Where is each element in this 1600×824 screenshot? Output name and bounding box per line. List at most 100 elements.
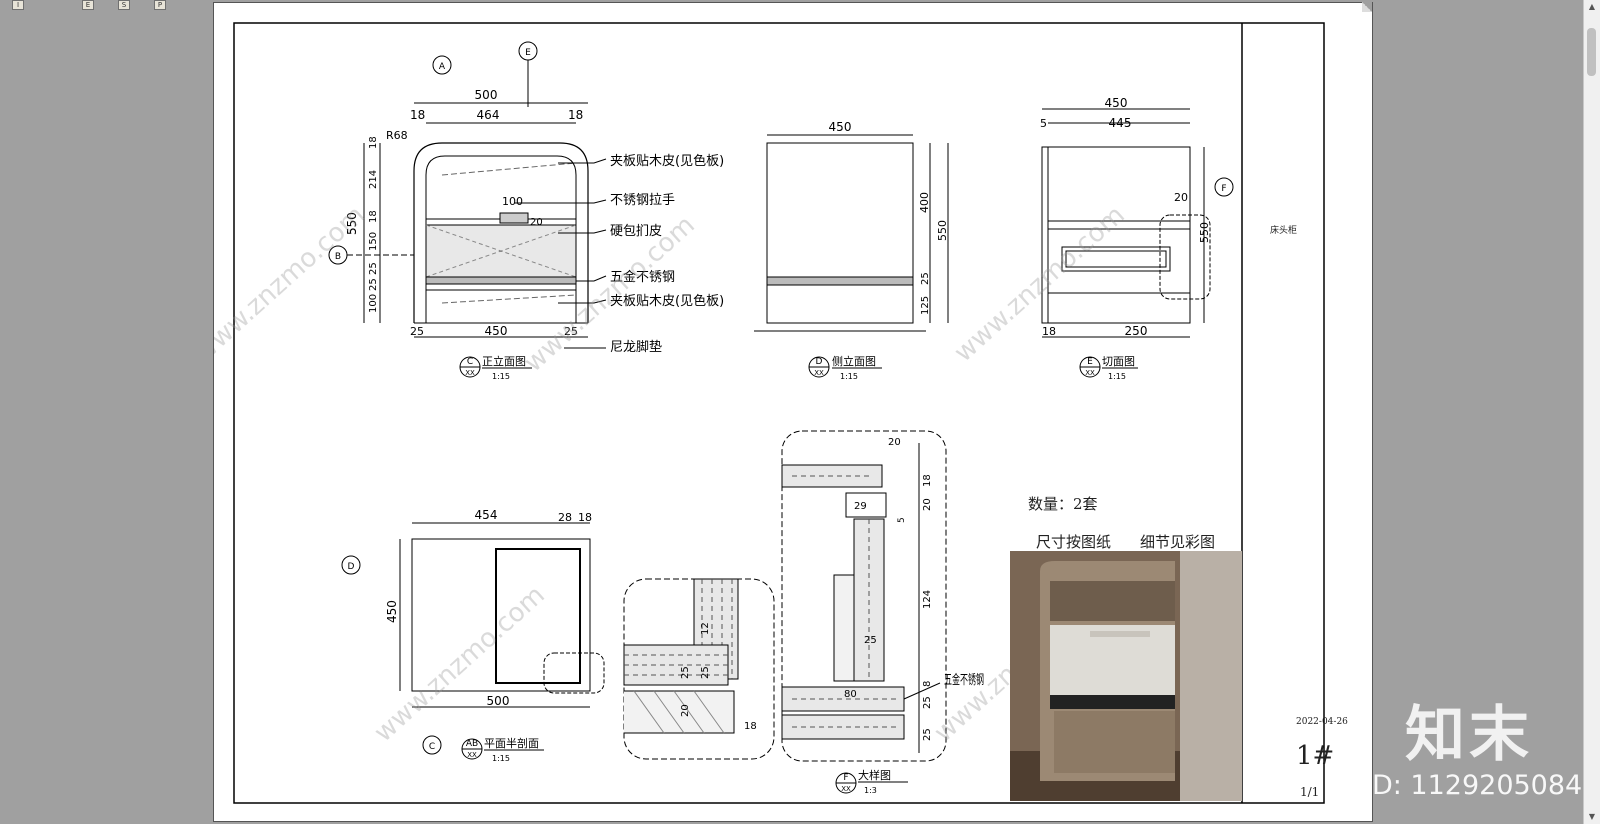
dim-base-width: 450 — [485, 324, 508, 338]
dim-side-h4: 125 — [920, 296, 931, 315]
view-ref-front: C — [467, 357, 473, 367]
view-title-front: 正立面图 — [482, 354, 526, 368]
dim-handle-w: 100 — [502, 195, 523, 208]
dim-detail-20: 20 — [680, 704, 691, 717]
plan-view: 454 28 18 450 500 D C AB XX 平面半剖面 1:15 — [341, 508, 605, 763]
dim-side-h2: 550 — [936, 220, 949, 241]
dim-plan-bottom: 500 — [487, 694, 510, 708]
dim-front-width: 500 — [475, 88, 498, 102]
scroll-down-icon[interactable]: ▼ — [1588, 812, 1596, 821]
dim-f-25b: 25 — [922, 696, 933, 709]
view-sub-front: XX — [465, 369, 475, 377]
view-sub-detail: XX — [841, 785, 851, 793]
dim-section-left: 5 — [1040, 117, 1047, 130]
dim-f-29: 29 — [854, 501, 867, 512]
front-elevation: 500 464 18 18 R68 550 18 214 18 150 25 2… — [328, 41, 724, 381]
drawing-number: 1# — [1296, 741, 1335, 771]
dim-radius: R68 — [386, 129, 408, 142]
dim-front-inner: 464 — [477, 108, 500, 122]
dim-section-height: 550 — [1198, 222, 1211, 243]
dim-section-20: 20 — [1174, 191, 1188, 204]
view-ref-side: D — [816, 357, 823, 367]
marker-e: E — [525, 48, 531, 58]
sheet-corner — [1362, 2, 1372, 12]
label-plywood-veneer-2: 夹板贴木皮(见色板) — [610, 293, 724, 309]
dim-f-5: 5 — [897, 517, 907, 523]
dim-h5: 25 — [368, 262, 379, 275]
label-ss-handle: 不锈钢拉手 — [610, 193, 675, 208]
dim-f-124: 124 — [922, 590, 933, 609]
dim-f-80: 80 — [844, 689, 857, 700]
dim-side-width: 450 — [829, 120, 852, 134]
label-plywood-veneer: 夹板贴木皮(见色板) — [610, 153, 724, 169]
dim-section-width-2: 445 — [1109, 116, 1132, 130]
dim-plan-18: 18 — [578, 511, 592, 524]
photo-render — [1010, 551, 1242, 801]
dim-plan-28: 28 — [558, 511, 572, 524]
dim-edge-left: 18 — [410, 108, 425, 122]
marker-c: C — [429, 742, 435, 752]
view-scale-side: 1:15 — [840, 372, 858, 381]
view-sub-plan: XX — [467, 751, 477, 759]
dim-section-250: 250 — [1125, 324, 1148, 338]
dim-side-h3: 25 — [920, 272, 931, 285]
marker-b: B — [335, 252, 341, 262]
view-title-detail: 大样图 — [858, 768, 891, 782]
view-scale-front: 1:15 — [492, 372, 510, 381]
dim-front-height: 550 — [345, 212, 359, 235]
label-nylon-pad: 尼龙脚垫 — [610, 339, 662, 355]
dim-detail-25a: 25 — [680, 666, 691, 679]
note-detail: 细节见彩图 — [1140, 533, 1216, 551]
title-block-date: 2022-04-26 — [1296, 717, 1348, 727]
dim-section-width: 450 — [1105, 96, 1128, 110]
quantity-text: 数量：2套 — [1028, 495, 1098, 513]
toolbar-button-2[interactable]: E — [82, 0, 94, 10]
side-elevation: 450 400 550 25 125 D XX 侧立面图 1:15 — [754, 120, 949, 381]
note-size: 尺寸按图纸 — [1036, 533, 1112, 551]
dim-side-h1: 400 — [918, 192, 931, 213]
scroll-thumb[interactable] — [1587, 28, 1596, 76]
view-title-side: 侧立面图 — [832, 354, 876, 368]
dim-f-8: 8 — [922, 681, 933, 687]
scroll-up-icon[interactable]: ▲ — [1588, 2, 1596, 11]
dim-plan-width: 454 — [475, 508, 498, 522]
view-title-plan: 平面半剖面 — [484, 736, 539, 750]
page-number: 1/1 — [1300, 785, 1320, 799]
toolbar-button-4[interactable]: P — [154, 0, 166, 10]
label-hard-leather: 硬包扪皮 — [610, 224, 662, 239]
dim-base-right: 25 — [564, 325, 578, 338]
dim-detail-18: 18 — [744, 721, 757, 732]
dim-f-20: 20 — [888, 437, 901, 448]
toolbar-button-1[interactable]: I — [12, 0, 24, 10]
view-scale-section: 1:15 — [1108, 372, 1126, 381]
view-title-section: 切面图 — [1102, 355, 1135, 368]
toolbar-button-3[interactable]: S — [118, 0, 130, 10]
dim-h2: 214 — [368, 170, 379, 189]
view-scale-plan: 1:15 — [492, 754, 510, 763]
view-ref-section: E — [1087, 357, 1093, 367]
watermark-text-3: www.znzmo.com — [949, 200, 1131, 368]
sheet-border — [233, 22, 1325, 804]
dim-base-left: 25 — [410, 325, 424, 338]
dim-handle-h: 20 — [530, 217, 543, 228]
title-block-name: 床头柜 — [1270, 226, 1298, 236]
dim-section-18: 18 — [1042, 325, 1056, 338]
dim-plan-height: 450 — [385, 600, 399, 623]
dim-h7: 100 — [368, 294, 379, 313]
dim-f-18: 18 — [922, 474, 933, 487]
dim-f-25c: 25 — [922, 728, 933, 741]
label-hardware-ss: 五金不锈钢 — [610, 269, 675, 285]
dim-h3: 18 — [368, 210, 379, 223]
dim-h6: 25 — [368, 278, 379, 291]
view-ref-detail: F — [843, 773, 848, 783]
vertical-scrollbar[interactable]: ▲ ▼ — [1583, 0, 1600, 824]
product-photo — [1010, 551, 1242, 801]
view-sub-section: XX — [1085, 369, 1095, 377]
view-ref-plan: AB — [466, 739, 478, 749]
marker-f: F — [1221, 184, 1226, 194]
view-scale-detail: 1:3 — [864, 786, 877, 795]
detail-corner: 12 25 20 25 18 — [623, 578, 775, 760]
view-sub-side: XX — [814, 369, 824, 377]
dim-h4: 150 — [368, 232, 379, 251]
dim-detail-12: 12 — [700, 622, 711, 635]
